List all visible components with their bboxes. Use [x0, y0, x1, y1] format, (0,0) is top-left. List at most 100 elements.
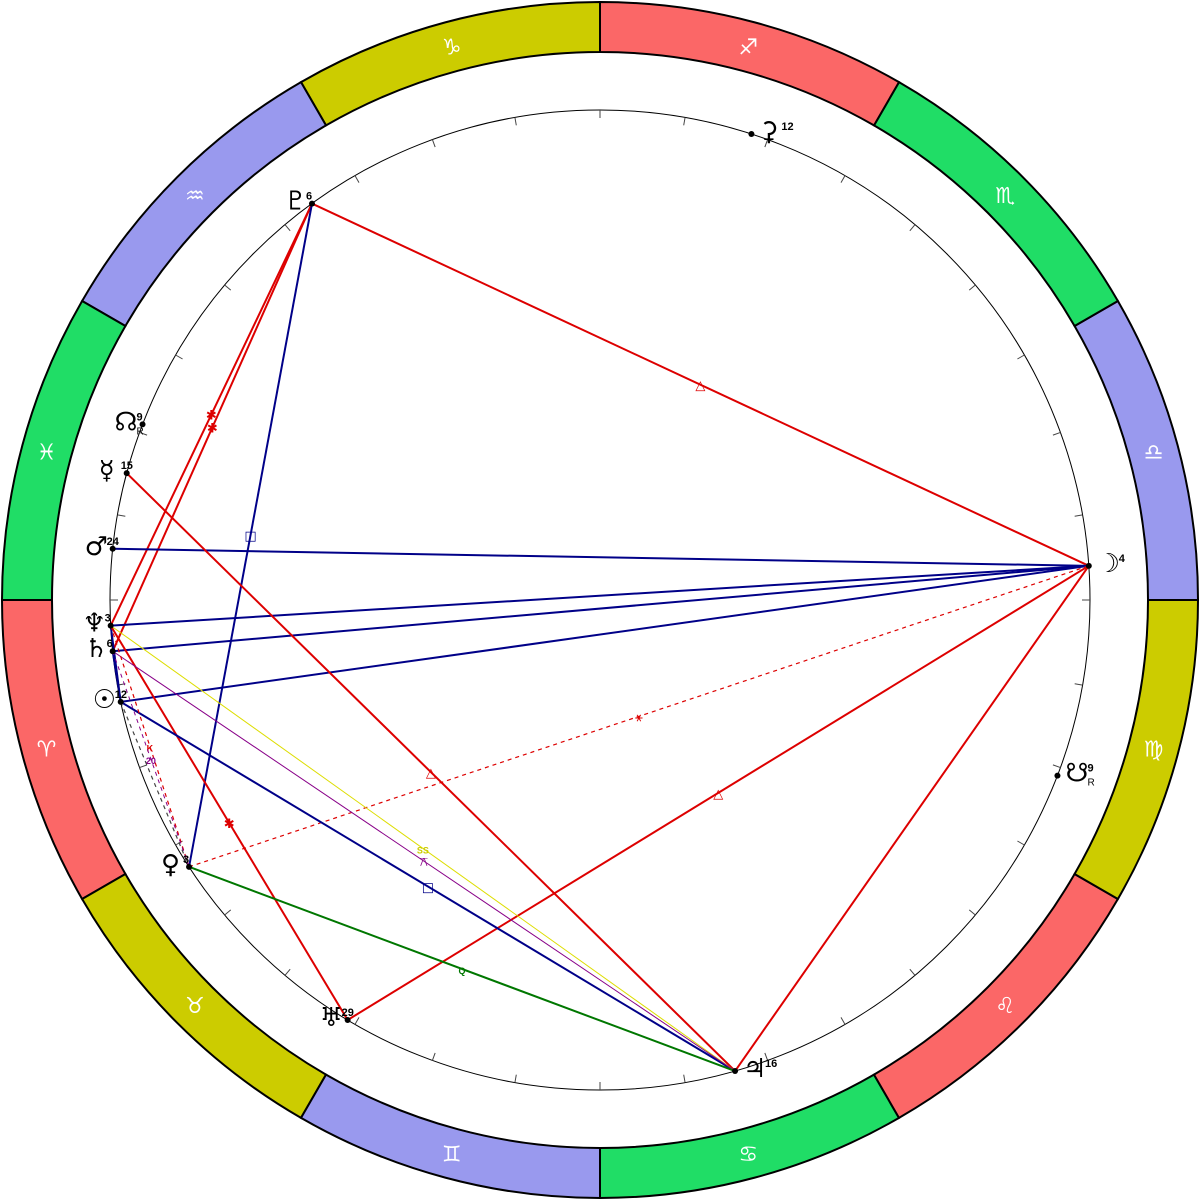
- sun-label: ☉12: [93, 685, 127, 715]
- sign-segment-gemini: [299, 1073, 601, 1200]
- aspect-glyph-icon: 20: [146, 756, 156, 766]
- aspect-line-pluto-saturn: [111, 203, 313, 652]
- aspect-glyph-icon: SS: [417, 845, 429, 855]
- degree-tick: [139, 764, 148, 769]
- degree-tick: [1017, 840, 1025, 846]
- degree-tick: [431, 139, 436, 148]
- venus-icon: ♀: [161, 850, 180, 880]
- moon-degree: 4: [1119, 553, 1126, 565]
- degree-tick: [764, 139, 769, 148]
- degree-tick: [909, 224, 916, 232]
- planets: ☽4♃16♅29♀3☉12♄6♆3♂24☿15☊9R♇6⚳12☋9R: [83, 117, 1126, 1084]
- degree-tick: [1017, 354, 1025, 360]
- pluto-icon: ♇: [284, 187, 307, 217]
- aspect-line-sun-venus: [120, 701, 190, 868]
- aspect-line-neptune-venus: [110, 625, 190, 868]
- aspect-glyph-icon: □: [422, 880, 434, 895]
- mercury-marker: [123, 470, 130, 477]
- mercury-label: ☿15: [99, 456, 133, 486]
- sun-marker: [117, 698, 124, 705]
- mars-marker: [109, 545, 116, 552]
- aspect-glyph-icon: ✱: [207, 421, 218, 436]
- aspect-glyph-icon: Q: [459, 966, 466, 976]
- neptune-label: ♆3: [83, 609, 111, 639]
- sign-segment-capricorn: [299, 0, 601, 127]
- degree-tick: [1074, 514, 1083, 517]
- aspect-line-jupiter-moon: [734, 565, 1090, 1072]
- aspect-line-venus-moon: [188, 565, 1089, 868]
- south-node-label: ☋9R: [1065, 759, 1094, 789]
- south-node-icon: ☋: [1065, 759, 1088, 789]
- mercury-icon: ☿: [99, 456, 115, 486]
- uranus-icon: ♅: [320, 1003, 343, 1033]
- uranus-marker: [344, 1017, 351, 1024]
- north-node-marker: [139, 421, 146, 428]
- cancer-glyph-icon: ♋: [738, 1142, 758, 1167]
- aspect-line-uranus-moon: [347, 564, 1090, 1021]
- libra-glyph-icon: ♎: [1144, 441, 1164, 466]
- moon-icon: ☽: [1097, 549, 1120, 579]
- jupiter-degree: 16: [765, 1058, 777, 1070]
- aspect-line-saturn-moon: [112, 564, 1089, 653]
- pluto-degree: 6: [306, 191, 312, 203]
- degree-tick: [175, 354, 183, 360]
- neptune-icon: ♆: [83, 609, 106, 639]
- sign-segment-sagittarius: [599, 0, 901, 127]
- degree-tick: [117, 514, 126, 517]
- sun-degree: 12: [115, 689, 127, 701]
- degree-tick: [354, 1017, 360, 1025]
- degree-tick: [683, 117, 686, 126]
- degree-tick: [354, 175, 360, 183]
- aspect-line-neptune-jupiter: [110, 625, 736, 1072]
- sign-segment-pisces: [0, 299, 127, 601]
- aspect-glyph-icon: ✱: [206, 409, 217, 424]
- aspect-glyph-icon: △: [713, 787, 723, 802]
- jupiter-label: ♃16: [743, 1054, 777, 1084]
- sun-icon: ☉: [93, 685, 116, 715]
- degree-tick: [224, 284, 232, 291]
- aspect-line-neptune-moon: [110, 564, 1089, 627]
- capricorn-glyph-icon: ♑: [442, 36, 462, 61]
- north-node-retrograde: R: [137, 426, 144, 437]
- sign-segment-virgo: [1073, 599, 1200, 901]
- sign-segment-libra: [1073, 299, 1200, 601]
- degree-tick: [431, 1052, 436, 1061]
- mars-icon: ♂: [85, 532, 108, 562]
- taurus-glyph-icon: ♉: [185, 994, 205, 1019]
- mars-label: ♂24: [85, 532, 120, 562]
- aspect-line-saturn-venus: [112, 651, 190, 868]
- degree-tick: [224, 909, 232, 916]
- aspect-glyph-icon: △: [695, 379, 705, 394]
- degree-tick: [139, 431, 148, 436]
- neptune-degree: 3: [105, 613, 111, 625]
- uranus-degree: 29: [342, 1007, 354, 1019]
- aspect-line-mercury-jupiter: [125, 472, 736, 1072]
- sagittarius-glyph-icon: ♐: [738, 36, 758, 61]
- north-node-icon: ☊: [115, 407, 138, 437]
- aspect-glyph-icon: △: [426, 766, 436, 781]
- aspect-glyph-icon: ⚻: [420, 855, 429, 870]
- moon-marker: [1085, 562, 1092, 569]
- aspect-line-mars-moon: [112, 547, 1089, 567]
- venus-label: ♀3: [161, 850, 189, 880]
- degree-tick: [1052, 431, 1061, 436]
- degree-tick: [284, 968, 291, 976]
- pluto-label: ♇6: [284, 187, 312, 217]
- virgo-glyph-icon: ♍: [1144, 737, 1164, 762]
- aspect-line-sun-jupiter: [120, 701, 736, 1072]
- mars-degree: 24: [107, 536, 120, 548]
- venus-degree: 3: [183, 854, 189, 866]
- degree-tick: [1074, 683, 1083, 686]
- pisces-glyph-icon: ♓: [37, 441, 57, 466]
- degree-tick: [909, 968, 916, 976]
- neptune-marker: [107, 622, 114, 629]
- aspect-line-pluto-neptune: [109, 203, 313, 627]
- saturn-degree: 6: [107, 638, 113, 650]
- aspect-line-venus-jupiter: [188, 865, 736, 1072]
- degree-tick: [840, 175, 846, 183]
- north-node-label: ☊9R: [115, 407, 144, 437]
- south-node-marker: [1054, 772, 1061, 779]
- jupiter-marker: [732, 1068, 739, 1075]
